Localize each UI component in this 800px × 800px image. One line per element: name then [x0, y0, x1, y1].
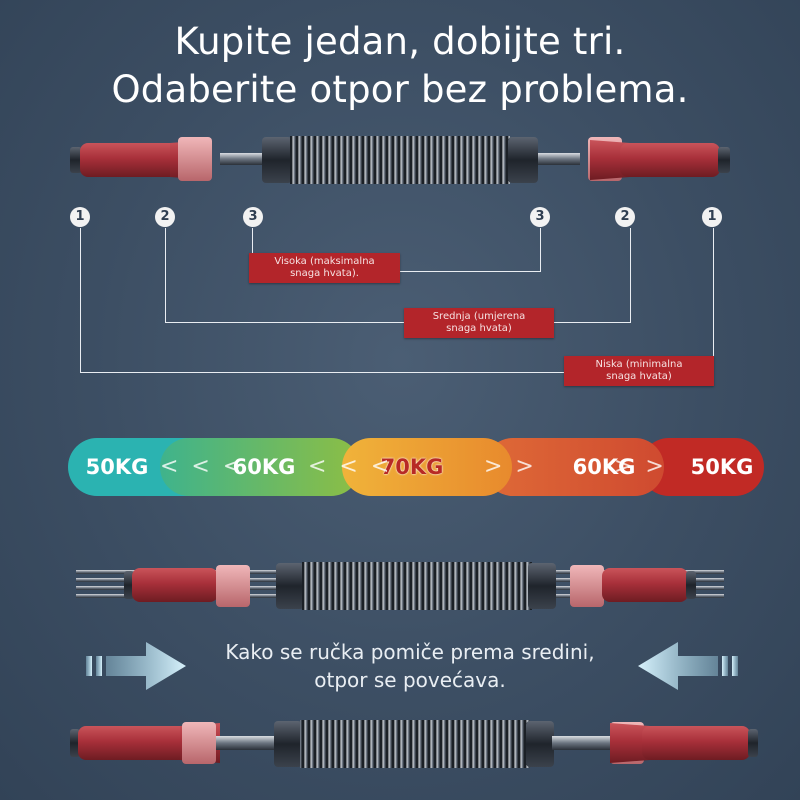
chevrons-left-1: < < < — [160, 454, 245, 479]
connector-medium — [630, 228, 631, 323]
note-line-2: otpor se povećava. — [314, 668, 506, 692]
level-4-label: 60KG — [572, 455, 636, 479]
spring-bar-middle-drawing — [76, 562, 724, 610]
chevrons-left-2: < < < — [308, 454, 393, 479]
spring-bar-top-drawing — [70, 136, 730, 184]
note-line-1: Kako se ručka pomiče prema sredini, — [225, 640, 595, 664]
headline: Kupite jedan, dobijte tri. Odaberite otp… — [0, 18, 800, 114]
label-medium-text: Srednja (umjerena snaga hvata) — [432, 311, 526, 334]
connector-low — [80, 228, 81, 373]
resistance-level-3: 70KG — [342, 438, 512, 496]
resistance-level-4: 60KG — [484, 438, 664, 496]
spring-bar-bottom-drawing — [70, 720, 758, 768]
connector-high — [540, 228, 541, 272]
arrow-left-icon — [636, 640, 740, 696]
connector-medium — [165, 322, 405, 323]
connector-high — [252, 228, 253, 254]
chevrons-right-1: > > — [484, 454, 537, 479]
headline-line-2: Odaberite otpor bez problema. — [111, 68, 689, 111]
label-low-text: Niska (minimalna snaga hvata) — [595, 359, 683, 382]
label-high: Visoka (maksimalna snaga hvata). — [249, 253, 400, 283]
connector-medium — [165, 228, 166, 323]
spring-bar-top — [70, 134, 730, 188]
resistance-level-2: 60KG — [160, 438, 360, 496]
spring-bar-bottom — [70, 718, 760, 770]
marker-1-right: 1 — [702, 207, 722, 227]
chevrons-right-2: > > — [614, 454, 667, 479]
label-medium: Srednja (umjerena snaga hvata) — [404, 308, 554, 338]
label-low: Niska (minimalna snaga hvata) — [564, 356, 714, 386]
label-high-text: Visoka (maksimalna snaga hvata). — [274, 256, 375, 279]
level-5-label: 50KG — [690, 455, 754, 479]
marker-1-left: 1 — [70, 207, 90, 227]
marker-3-left: 3 — [243, 207, 263, 227]
marker-3-right: 3 — [530, 207, 550, 227]
spring-bar-middle — [76, 560, 724, 612]
connector-medium — [554, 322, 631, 323]
level-2-label: 60KG — [232, 455, 296, 479]
headline-line-1: Kupite jedan, dobijte tri. — [174, 20, 626, 63]
level-3-label: 70KG — [380, 455, 444, 479]
marker-2-left: 2 — [155, 207, 175, 227]
marker-2-right: 2 — [615, 207, 635, 227]
level-1-label: 50KG — [85, 455, 149, 479]
explanation-note: Kako se ručka pomiče prema sredini, otpo… — [200, 638, 620, 694]
arrow-right-icon — [84, 640, 188, 696]
connector-low — [713, 228, 714, 373]
connector-high — [400, 271, 541, 272]
connector-low — [80, 372, 565, 373]
